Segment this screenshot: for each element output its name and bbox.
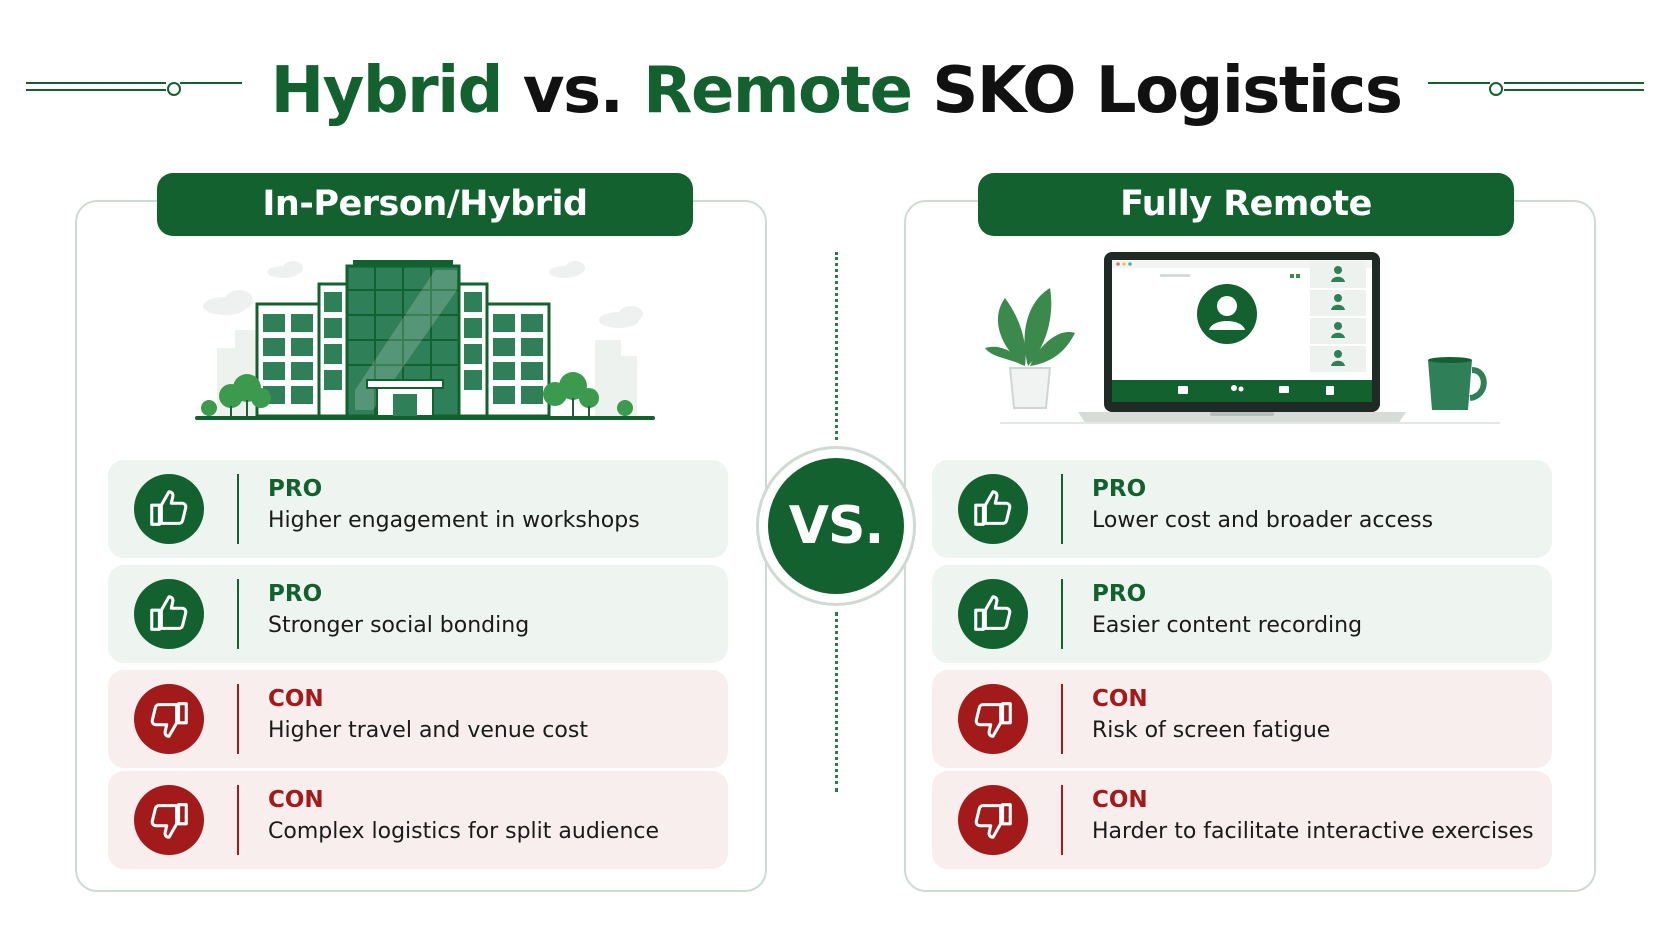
thumbs-down-icon <box>134 684 204 754</box>
row-description: Lower cost and broader access <box>1092 508 1434 533</box>
title-rest: SKO Logistics <box>911 54 1403 128</box>
title-hybrid: Hybrid <box>270 54 504 128</box>
page-title: Hybrid vs. Remote SKO Logistics <box>0 46 1672 136</box>
title-decoration-right <box>1428 82 1644 96</box>
row-description: Complex logistics for split audience <box>268 819 660 844</box>
row-divider <box>1061 684 1063 754</box>
title-vs: vs. <box>501 54 644 128</box>
laptop-video-call-icon <box>985 252 1500 424</box>
vs-divider-bottom <box>835 612 838 792</box>
row-description: Higher travel and venue cost <box>268 718 588 743</box>
list-item: CON Higher travel and venue cost <box>108 670 728 768</box>
title-decoration-left <box>26 82 242 96</box>
thumbs-up-icon <box>134 474 204 544</box>
row-divider <box>1061 785 1063 855</box>
list-item: CON Complex logistics for split audience <box>108 771 728 869</box>
thumbs-up-icon <box>134 579 204 649</box>
row-description: Risk of screen fatigue <box>1092 718 1331 743</box>
row-divider <box>237 474 239 544</box>
row-divider <box>1061 474 1063 544</box>
row-divider <box>237 785 239 855</box>
thumbs-up-icon <box>958 579 1028 649</box>
row-type-label: CON <box>268 686 324 712</box>
thumbs-down-icon <box>958 684 1028 754</box>
row-description: Harder to facilitate interactive exercis… <box>1092 819 1534 844</box>
list-item: CON Risk of screen fatigue <box>932 670 1552 768</box>
row-type-label: PRO <box>1092 581 1147 607</box>
title-remote: Remote <box>643 54 913 128</box>
row-type-label: CON <box>268 787 324 813</box>
list-item: CON Harder to facilitate interactive exe… <box>932 771 1552 869</box>
vs-divider-top <box>835 252 838 440</box>
list-item: PRO Lower cost and broader access <box>932 460 1552 558</box>
thumbs-up-icon <box>958 474 1028 544</box>
row-type-label: PRO <box>268 581 323 607</box>
row-type-label: CON <box>1092 686 1148 712</box>
list-item: PRO Easier content recording <box>932 565 1552 663</box>
thumbs-down-icon <box>134 785 204 855</box>
row-description: Higher engagement in workshops <box>268 508 640 533</box>
row-type-label: CON <box>1092 787 1148 813</box>
vs-badge: VS. <box>768 458 904 594</box>
list-item: PRO Stronger social bonding <box>108 565 728 663</box>
thumbs-down-icon <box>958 785 1028 855</box>
right-panel-header: Fully Remote <box>978 173 1514 236</box>
row-description: Stronger social bonding <box>268 613 530 638</box>
row-divider <box>237 684 239 754</box>
row-description: Easier content recording <box>1092 613 1363 638</box>
row-divider <box>237 579 239 649</box>
list-item: PRO Higher engagement in workshops <box>108 460 728 558</box>
office-building-icon <box>195 260 655 420</box>
left-panel-header: In-Person/Hybrid <box>157 173 693 236</box>
row-type-label: PRO <box>268 476 323 502</box>
row-divider <box>1061 579 1063 649</box>
row-type-label: PRO <box>1092 476 1147 502</box>
